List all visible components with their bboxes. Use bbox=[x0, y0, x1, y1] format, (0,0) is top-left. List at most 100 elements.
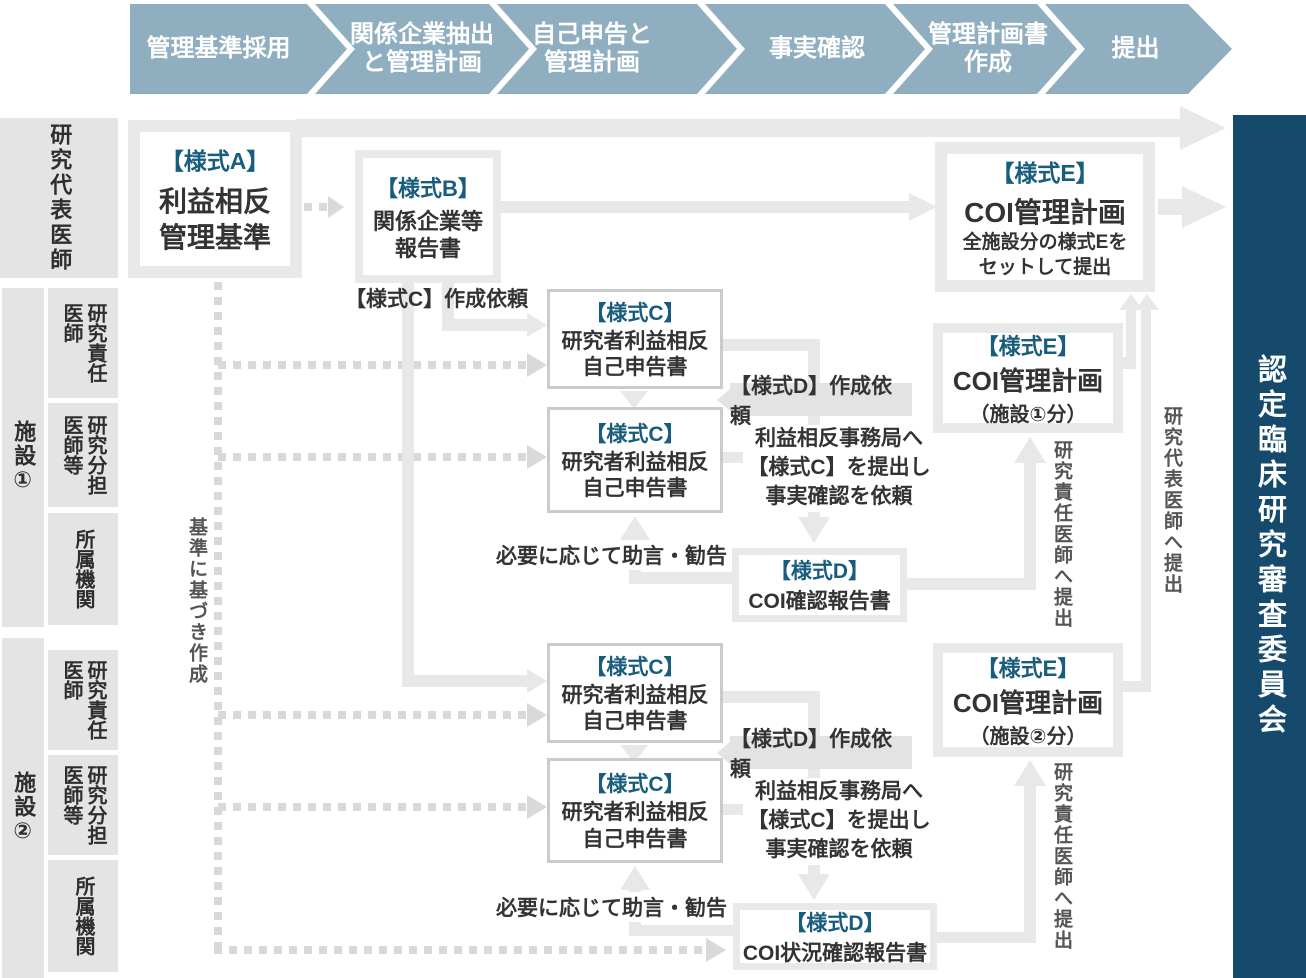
form-c-request-label: 【様式C】作成依頼 bbox=[345, 288, 529, 311]
arrowhead-right bbox=[1182, 186, 1226, 228]
arrowhead-up bbox=[1014, 760, 1046, 786]
lane-site2-org: 所属機関 bbox=[48, 860, 118, 972]
advice-note: 必要に応じて助言・勧告 bbox=[496, 540, 731, 570]
connector-stub bbox=[723, 804, 747, 815]
lane-lead-doctor: 研究代表医師 bbox=[0, 118, 118, 278]
process-step-3: 自己申告と 管理計画 bbox=[497, 4, 737, 94]
submit-office-note: 利益相反事務局へ 【様式C】を提出し 事実確認を依頼 bbox=[743, 778, 935, 865]
connector-dotted bbox=[218, 711, 527, 719]
form-c-title: 研究者利益相反 自己申告書 bbox=[561, 683, 709, 733]
arrowhead-up bbox=[620, 866, 650, 890]
process-step-2: 関係企業抽出 と管理計画 bbox=[315, 4, 529, 94]
arrowhead-down bbox=[620, 391, 648, 409]
form-c-box-site1-sub: 【様式C】 研究者利益相反 自己申告書 bbox=[547, 407, 723, 513]
arrowhead-right bbox=[328, 196, 344, 218]
form-d-box-site2: 【様式D】 COI状況確認報告書 bbox=[733, 903, 937, 970]
arrowhead-right bbox=[909, 193, 937, 221]
lane-site1: 施設① bbox=[2, 288, 44, 627]
form-e-subtitle: （施設②分） bbox=[969, 726, 1087, 748]
lane-site1-pi: 研究責任 医師 bbox=[48, 288, 118, 398]
form-c-tag: 【様式C】 bbox=[585, 773, 685, 797]
form-c-title: 研究者利益相反 自己申告書 bbox=[561, 329, 709, 379]
lane-site2-sub: 研究分担 医師等 bbox=[48, 755, 118, 855]
connector-d2-e2 bbox=[937, 932, 1036, 943]
connector-dotted bbox=[218, 803, 527, 811]
review-board-bar: 認定臨床研究審査委員会 bbox=[1233, 115, 1306, 978]
arrowhead-right bbox=[527, 445, 547, 469]
form-d-box-site1: 【様式D】 COI確認報告書 bbox=[732, 548, 907, 622]
connector-dotted bbox=[214, 946, 706, 954]
form-e-tag: 【様式E】 bbox=[976, 334, 1080, 359]
connector-d1-e1 bbox=[907, 578, 1036, 590]
form-d-tag: 【様式D】 bbox=[785, 911, 885, 935]
form-c-box-site2-sub: 【様式C】 研究者利益相反 自己申告書 bbox=[547, 758, 723, 863]
connector-top bbox=[296, 119, 1182, 137]
form-d-tag: 【様式D】 bbox=[769, 560, 870, 583]
arrowhead-down bbox=[798, 874, 830, 900]
advice-note: 必要に応じて助言・勧告 bbox=[496, 892, 731, 922]
form-b-tag: 【様式B】 bbox=[376, 175, 480, 201]
connector-e-board bbox=[1158, 199, 1184, 215]
lane-site1-sub: 研究分担 医師等 bbox=[48, 403, 118, 507]
form-b-title: 関係企業等 報告書 bbox=[372, 208, 483, 262]
form-e-tag: 【様式E】 bbox=[976, 656, 1080, 681]
review-board-label: 認定臨床研究審査委員会 bbox=[1253, 354, 1286, 739]
form-c-tag: 【様式C】 bbox=[585, 422, 685, 446]
submit-to-lead-note: 研究代表医師へ提出 bbox=[1161, 406, 1182, 595]
form-d-request-label: 【様式D】作成依頼 bbox=[730, 375, 912, 428]
connector-d2-c4 bbox=[635, 925, 733, 936]
connector-c3-d2 bbox=[723, 691, 820, 703]
connector-dotted bbox=[214, 282, 222, 950]
connector-d1-c2 bbox=[635, 572, 732, 584]
form-e-tag: 【様式E】 bbox=[991, 159, 1099, 186]
form-c-title: 研究者利益相反 自己申告書 bbox=[561, 450, 709, 500]
arrowhead-right bbox=[706, 938, 726, 962]
form-a-tag: 【様式A】 bbox=[160, 147, 270, 174]
connector-b-e bbox=[501, 201, 911, 213]
arrowhead-right bbox=[527, 353, 547, 377]
form-e-subtitle: （施設①分） bbox=[969, 404, 1087, 426]
arrowhead-right bbox=[1180, 106, 1226, 150]
arrowhead-up bbox=[1014, 437, 1046, 463]
connector-d1-e1 bbox=[1024, 461, 1036, 590]
form-c-tag: 【様式C】 bbox=[585, 655, 685, 679]
connector-b-c3 bbox=[402, 283, 414, 687]
connector-d2-e2 bbox=[1024, 784, 1036, 943]
submit-to-pi-note: 研究責任医師へ提出 bbox=[1051, 762, 1072, 951]
connector-stub bbox=[723, 452, 747, 463]
connector-e2-emain bbox=[1141, 309, 1151, 692]
arrowhead-right bbox=[527, 669, 547, 693]
arrowhead-down bbox=[798, 517, 830, 543]
connector-c1-d1 bbox=[723, 339, 820, 351]
submit-to-pi-note: 研究責任医師へ提出 bbox=[1051, 440, 1072, 629]
form-e-title: COI管理計画 bbox=[952, 366, 1104, 396]
arrowhead-right bbox=[527, 703, 547, 727]
form-e-main-box: 【様式E】 COI管理計画 全施設分の様式Eを セットして提出 bbox=[935, 142, 1155, 292]
process-step-6: 提出 bbox=[1045, 4, 1232, 94]
form-d-title: COI確認報告書 bbox=[748, 590, 891, 613]
form-e-subtitle: 全施設分の様式Eを セットして提出 bbox=[962, 231, 1128, 278]
connector-b-c3 bbox=[402, 675, 527, 687]
lane-label: 研究責任 医師 bbox=[60, 303, 106, 383]
form-e-title: COI管理計画 bbox=[952, 688, 1104, 718]
arrowhead-right bbox=[527, 795, 547, 819]
connector-dotted bbox=[218, 361, 527, 369]
form-d-title: COI状況確認報告書 bbox=[742, 941, 928, 965]
lane-label: 研究代表医師 bbox=[47, 123, 73, 273]
submit-office-note: 利益相反事務局へ 【様式C】を提出し 事実確認を依頼 bbox=[743, 425, 935, 512]
lane-label: 所属機関 bbox=[72, 529, 94, 609]
form-c-box-site1-pi: 【様式C】 研究者利益相反 自己申告書 bbox=[547, 289, 723, 389]
lane-label: 研究責任 医師 bbox=[60, 660, 106, 740]
connector-e1-emain bbox=[1126, 309, 1136, 369]
process-step-4: 事実確認 bbox=[705, 4, 925, 94]
lane-site1-org: 所属機関 bbox=[48, 513, 118, 625]
form-e-title: COI管理計画 bbox=[964, 196, 1126, 228]
arrowhead-up bbox=[1135, 294, 1159, 310]
arrowhead-up bbox=[620, 516, 650, 540]
lane-label: 施設② bbox=[11, 770, 37, 846]
form-c-box-site2-pi: 【様式C】 研究者利益相反 自己申告書 bbox=[547, 643, 723, 743]
form-d-request-label: 【様式D】作成依頼 bbox=[730, 728, 912, 781]
process-step-1: 管理基準採用 bbox=[130, 4, 347, 94]
lane-site2-pi: 研究責任 医師 bbox=[48, 650, 118, 750]
